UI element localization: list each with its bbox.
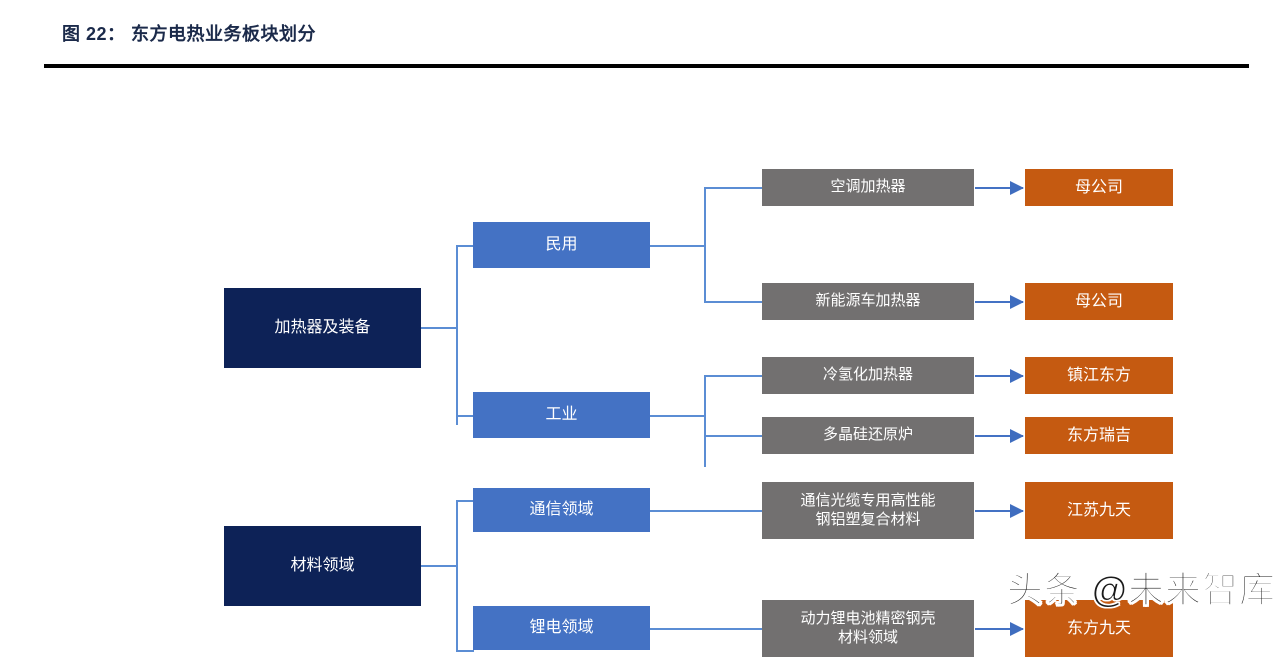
node-label: 通信光缆专用高性能 钢铝塑复合材料 <box>800 491 936 528</box>
node-label: 锂电领域 <box>529 619 594 636</box>
org-chart-diagram: 加热器及装备 民用 空调加热器 母公司 新能源车加热器 母公司 工业 冷氢化加热… <box>0 70 1288 657</box>
node-label: 江苏九天 <box>1066 501 1131 519</box>
arrow-ac-heater-to-owner <box>975 181 1024 195</box>
node-owner-parent-company-1[interactable]: 母公司 <box>1025 169 1173 206</box>
header-divider <box>44 64 1249 68</box>
connector-comms-to-leaf <box>650 510 762 512</box>
node-label: 东方瑞吉 <box>1066 426 1131 444</box>
node-industrial[interactable]: 工业 <box>473 392 650 438</box>
node-lithium-steel-shell-material[interactable]: 动力锂电池精密钢壳 材料领域 <box>762 600 974 657</box>
node-label: 工业 <box>545 406 578 423</box>
connector-civil-to-nev-heater <box>704 301 763 303</box>
connector-industrial-stem <box>650 415 705 417</box>
figure-header: 图 22： 东方电热业务板块划分 <box>0 0 1288 70</box>
node-owner-zhenjiang-dongfang[interactable]: 镇江东方 <box>1025 357 1173 394</box>
node-owner-parent-company-2[interactable]: 母公司 <box>1025 283 1173 320</box>
arrow-lithium-shell-to-owner <box>975 622 1024 636</box>
connector-industrial-to-polysilicon <box>704 435 763 437</box>
connector-root-heater-spine <box>456 245 458 425</box>
arrow-optical-cable-to-owner <box>975 504 1024 518</box>
node-label: 民用 <box>545 236 578 253</box>
connector-root-materials-to-comms <box>456 500 474 502</box>
node-polysilicon-reduction-furnace[interactable]: 多晶硅还原炉 <box>762 417 974 454</box>
connector-root-heater-to-civil <box>456 245 474 247</box>
node-label: 材料领域 <box>290 557 355 574</box>
connector-civil-stem <box>650 245 705 247</box>
node-communications-field[interactable]: 通信领域 <box>473 488 650 532</box>
node-label: 加热器及装备 <box>274 319 371 336</box>
connector-root-materials-to-lithium <box>456 650 474 652</box>
connector-root-materials-spine <box>456 500 458 652</box>
node-label: 母公司 <box>1074 178 1123 196</box>
page-title: 图 22： 东方电热业务板块划分 <box>62 24 317 44</box>
node-cold-hydrogenation-heater[interactable]: 冷氢化加热器 <box>762 357 974 394</box>
arrow-cold-hydro-to-owner <box>975 369 1024 383</box>
node-label: 动力锂电池精密钢壳 材料领域 <box>800 609 936 646</box>
connector-lithium-to-leaf <box>650 628 762 630</box>
node-label: 空调加热器 <box>830 178 906 196</box>
connector-root-heater-stem <box>421 327 457 329</box>
connector-industrial-spine <box>704 375 706 467</box>
node-lithium-battery-field[interactable]: 锂电领域 <box>473 606 650 650</box>
node-label: 通信领域 <box>529 501 594 518</box>
connector-civil-to-ac-heater <box>704 187 763 189</box>
arrow-nev-heater-to-owner <box>975 295 1024 309</box>
node-root-materials[interactable]: 材料领域 <box>224 526 421 606</box>
node-label: 母公司 <box>1074 292 1123 310</box>
node-owner-jiangsu-jiutian[interactable]: 江苏九天 <box>1025 482 1173 539</box>
connector-root-materials-stem <box>421 565 457 567</box>
connector-root-heater-to-industrial <box>456 415 474 417</box>
node-label: 新能源车加热器 <box>815 292 921 310</box>
node-optical-cable-composite-material[interactable]: 通信光缆专用高性能 钢铝塑复合材料 <box>762 482 974 539</box>
node-label: 镇江东方 <box>1066 366 1131 384</box>
node-civil[interactable]: 民用 <box>473 222 650 268</box>
node-ac-heater[interactable]: 空调加热器 <box>762 169 974 206</box>
node-label: 东方九天 <box>1066 619 1131 637</box>
node-root-heater[interactable]: 加热器及装备 <box>224 288 421 368</box>
watermark: 头条 @未来智库 <box>1006 569 1276 611</box>
node-label: 多晶硅还原炉 <box>822 426 913 444</box>
node-nev-heater[interactable]: 新能源车加热器 <box>762 283 974 320</box>
arrow-polysilicon-to-owner <box>975 429 1024 443</box>
connector-civil-spine <box>704 187 706 303</box>
connector-industrial-to-cold-hydro <box>704 375 763 377</box>
node-owner-dongfang-ruiji[interactable]: 东方瑞吉 <box>1025 417 1173 454</box>
node-label: 冷氢化加热器 <box>822 366 913 384</box>
